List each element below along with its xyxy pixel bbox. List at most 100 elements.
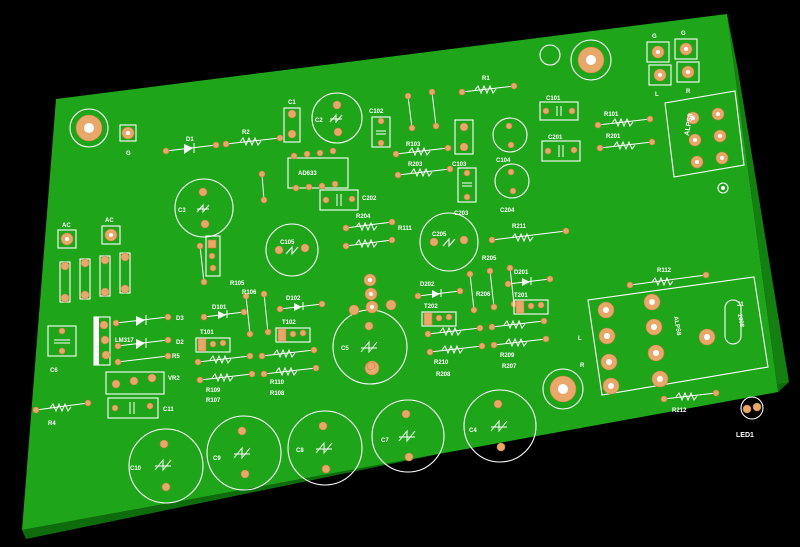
- resistor-cluster-left: R105 R106: [230, 281, 272, 338]
- svg-text:C202: C202: [362, 196, 377, 202]
- svg-text:C101: C101: [546, 96, 561, 102]
- vr2-label: VR2: [168, 376, 180, 382]
- resistor-r204: R204: [342, 214, 396, 232]
- svg-text:R106: R106: [242, 290, 257, 296]
- svg-text:C103: C103: [452, 162, 467, 168]
- output-connector: L R ALPS8 2008 J1: [578, 276, 769, 396]
- svg-text:R211: R211: [512, 224, 527, 230]
- resistor-r1: R1: [458, 76, 518, 96]
- diode-d201: D201: [504, 270, 554, 288]
- resistor-r110: R110: [258, 346, 318, 386]
- out-r-label: R: [580, 363, 585, 369]
- svg-text:R209: R209: [500, 353, 515, 359]
- svg-text:C203: C203: [454, 211, 469, 217]
- svg-text:D202: D202: [420, 282, 435, 288]
- ac-input: AC AC: [57, 218, 131, 303]
- capacitor-c3: C3: [174, 178, 234, 238]
- ad633-label: AD633: [298, 171, 317, 177]
- led1-footprint: LED1: [736, 396, 764, 439]
- alps-label-2: ALPS8: [672, 316, 681, 337]
- svg-text:C2: C2: [315, 118, 323, 124]
- capacitor-c101: C101: [539, 96, 579, 121]
- resistor-r111: R111: [398, 226, 412, 232]
- trimmer-vr2: VR2: [105, 371, 180, 395]
- capacitor-c104: C104: [492, 117, 528, 164]
- ac-label: AC: [62, 223, 71, 229]
- diode-d1: D1: [162, 137, 220, 155]
- svg-text:R4: R4: [48, 421, 56, 427]
- capacitor-c203: C203: [454, 167, 477, 217]
- svg-text:C205: C205: [432, 232, 447, 238]
- svg-text:R208: R208: [436, 372, 451, 378]
- capacitor-c201: C201: [541, 135, 581, 162]
- svg-text:C102: C102: [369, 109, 384, 115]
- mounting-hole-small-top: [539, 44, 561, 66]
- resistor-r107: R107: [196, 370, 256, 404]
- svg-text:C11: C11: [163, 407, 174, 413]
- svg-text:R206: R206: [476, 292, 491, 298]
- g-label-1: G: [652, 34, 657, 40]
- capacitor-c105: C105: [265, 223, 319, 277]
- resistor-r2: R2: [222, 130, 284, 148]
- diode-d202: D202: [414, 282, 464, 300]
- svg-text:C8: C8: [296, 448, 304, 454]
- svg-text:T201: T201: [514, 293, 528, 299]
- capacitor-c102: C102: [369, 109, 391, 148]
- capacitor-c11: C11: [107, 397, 174, 419]
- resistor-r203: R203: [394, 162, 454, 179]
- capacitor-c204: C204: [494, 163, 530, 214]
- resistor-r102: [404, 92, 416, 132]
- resistor-r4: R4: [32, 399, 92, 427]
- lm317-label: LM317: [115, 338, 134, 344]
- mounting-hole-small-right: [717, 182, 729, 194]
- svg-text:C104: C104: [496, 158, 511, 164]
- capacitor-c7: C7: [371, 399, 445, 473]
- svg-text:AC: AC: [105, 218, 114, 224]
- resistor-r209: R209: [488, 317, 548, 359]
- diode-d101: D101: [200, 305, 248, 321]
- svg-text:C105: C105: [280, 240, 295, 246]
- r-label-in: R: [686, 89, 691, 95]
- svg-text:R103: R103: [406, 142, 421, 148]
- ic-ad633: AD633: [287, 147, 349, 192]
- capacitor-c9: C9: [206, 415, 282, 491]
- capacitor-c5: C5: [332, 273, 408, 385]
- svg-text:T202: T202: [424, 304, 438, 310]
- diode-d2: D2: [114, 336, 184, 350]
- resistor-r5: R5: [114, 352, 180, 366]
- capacitor-c205: C205: [419, 212, 479, 272]
- j2-label: 2008: [736, 314, 744, 329]
- capacitor-c2: C2: [311, 92, 363, 144]
- header-3pin: [205, 235, 221, 277]
- svg-text:D3: D3: [176, 316, 184, 322]
- transistor-t102: T102: [275, 320, 311, 343]
- resistor-r207: R207: [490, 335, 550, 370]
- resistor-r112: R112: [626, 268, 710, 289]
- svg-text:D201: D201: [514, 270, 529, 276]
- capacitor-c8: C8: [287, 410, 363, 486]
- svg-text:C7: C7: [381, 438, 389, 444]
- svg-text:R2: R2: [242, 130, 250, 136]
- transistor-t201: T201: [513, 293, 549, 315]
- mounting-hole-bottom-right: [542, 368, 584, 410]
- resistor-r106-vertical: [258, 170, 268, 204]
- resistor-r101: R101: [594, 112, 654, 129]
- svg-text:D102: D102: [286, 296, 301, 302]
- resistor-r202: [428, 88, 440, 130]
- regulator-lm317: LM317: [93, 316, 134, 366]
- transistor-t202: T202: [421, 304, 457, 327]
- svg-text:D2: D2: [176, 340, 184, 346]
- svg-text:C1: C1: [288, 100, 296, 106]
- svg-text:R5: R5: [172, 354, 180, 360]
- svg-text:R105: R105: [230, 281, 245, 287]
- j1-label: J1: [737, 302, 744, 308]
- svg-text:R201: R201: [606, 134, 621, 140]
- svg-text:R108: R108: [270, 391, 285, 397]
- out-l-label: L: [578, 336, 582, 342]
- resistor-r211: R211: [488, 224, 570, 244]
- resistor-r208: R208: [426, 342, 486, 378]
- resistor-r109: R109: [194, 352, 254, 394]
- capacitor-c4: C4: [463, 389, 537, 463]
- ground-terminal: G: [119, 124, 137, 157]
- resistor-r103: R103: [392, 142, 452, 158]
